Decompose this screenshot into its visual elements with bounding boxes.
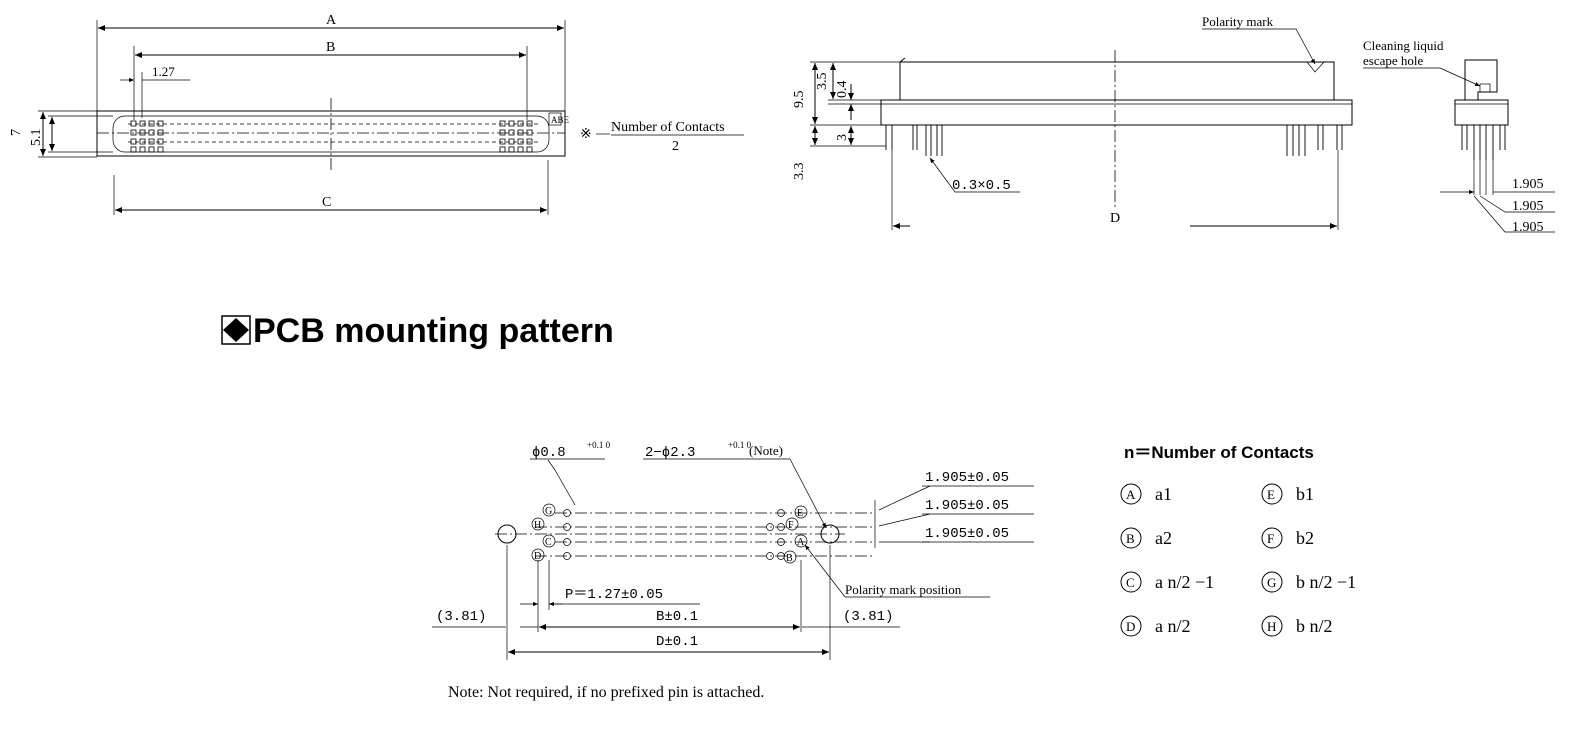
end-pitch-3: 1.905 [1512, 220, 1544, 235]
contacts-star: ※ [580, 127, 592, 142]
legend-g-val: b n/2 −1 [1296, 572, 1356, 592]
end-pitch-1: 1.905 [1512, 177, 1544, 192]
row-dim-2: 1.905±0.05 [925, 498, 1009, 514]
section-title: PCB mounting pattern [221, 312, 614, 350]
legend-b-val: a2 [1155, 528, 1172, 548]
svg-text:H: H [1267, 619, 1276, 634]
legend-a-val: a1 [1155, 484, 1172, 504]
dim-a-label: A [326, 13, 337, 28]
mount-hole-left [497, 524, 517, 544]
svg-text:B: B [786, 553, 793, 564]
legend-c-val: a n/2 −1 [1155, 572, 1214, 592]
dim-c-label: C [322, 195, 331, 210]
legend-f-val: b2 [1296, 528, 1314, 548]
side-pins [885, 125, 1343, 156]
pcb-letters-left: G H C D [531, 503, 556, 562]
end-pitch-2: 1.905 [1512, 199, 1544, 214]
svg-text:E: E [797, 508, 803, 519]
svg-text:F: F [1267, 531, 1274, 546]
mount-hole-right [820, 524, 840, 544]
pitch-label: 1.27 [152, 64, 175, 79]
pins-left [130, 120, 164, 153]
polarity-mark-label: Polarity mark [1202, 14, 1274, 29]
end-flange [1454, 99, 1509, 126]
row-dim-3: 1.905±0.05 [925, 526, 1009, 542]
svg-text:C: C [1126, 575, 1135, 590]
svg-text:A: A [1126, 487, 1136, 502]
dim-3-3: 3.3 [792, 163, 807, 181]
svg-text:E: E [1267, 487, 1275, 502]
big-hole-tol: +0.1 0 [728, 440, 752, 450]
side-view: Polarity mark 9.5 [792, 14, 1353, 230]
dim-b-label: B [326, 40, 335, 55]
pins-right [499, 120, 533, 153]
contacts-label: Number of Contacts [611, 120, 725, 135]
svg-text:H: H [534, 520, 541, 531]
svg-text:F: F [788, 520, 794, 531]
svg-text:ABE: ABE [551, 115, 570, 125]
right-offset: (3.81) [843, 609, 893, 625]
legend: n＝Number of Contacts A a1 B a2 C a n/2 −… [1120, 443, 1356, 637]
height-7-label: 7 [9, 129, 24, 136]
contacts-divisor: 2 [672, 139, 679, 154]
pin-size-label: 0.3×0.5 [952, 178, 1011, 194]
front-view: A B 1.27 C ABE [9, 13, 744, 215]
cleaning-label-2: escape hole [1363, 53, 1424, 68]
end-pins [1461, 125, 1506, 160]
svg-text:D: D [534, 551, 541, 562]
small-hole-label: ϕ0.8 [532, 445, 566, 461]
cleaning-label-1: Cleaning liquid [1363, 38, 1444, 53]
pcb-holes [563, 509, 785, 560]
height-5-1-label: 5.1 [29, 129, 44, 147]
small-hole-tol: +0.1 0 [587, 440, 611, 450]
pcb-letters-right: E F A B [783, 505, 808, 564]
big-hole-note: (Note) [749, 443, 783, 458]
housing-flange [880, 99, 1353, 126]
polarity-position-label: Polarity mark position [845, 582, 962, 597]
svg-text:C: C [545, 537, 552, 548]
pitch-dim: P＝1.27±0.05 [565, 587, 663, 603]
legend-h-val: b n/2 [1296, 616, 1333, 636]
housing-upper [899, 61, 1335, 101]
dim-d-label: D [1110, 211, 1120, 226]
big-hole-label: 2−ϕ2.3 [645, 445, 695, 461]
dim-0-4: 0.4 [835, 81, 850, 99]
svg-text:D: D [1126, 619, 1135, 634]
dim-3: 3 [835, 134, 850, 141]
polarity-mark-front [548, 112, 562, 126]
legend-d-val: a n/2 [1155, 616, 1191, 636]
end-view: Cleaning liquid escape hole 1.905 1.905 … [1363, 38, 1555, 235]
legend-title: n＝Number of Contacts [1124, 443, 1314, 462]
pcb-pattern: G H C D E F A B ϕ0.8 +0.1 0 2−ϕ2.3 +0.1 … [432, 440, 1034, 701]
svg-text:B: B [1126, 531, 1135, 546]
legend-e-val: b1 [1296, 484, 1314, 504]
row-dim-1: 1.905±0.05 [925, 470, 1009, 486]
section-title-text: PCB mounting pattern [253, 312, 614, 350]
b-dim: B±0.1 [656, 609, 698, 625]
connector-body-front [96, 110, 566, 157]
d-dim: D±0.1 [656, 634, 698, 650]
svg-text:G: G [545, 506, 552, 517]
dim-9-5: 9.5 [792, 91, 807, 109]
end-housing [1464, 59, 1498, 101]
pcb-note: Note: Not required, if no prefixed pin i… [448, 684, 764, 701]
dim-3-5: 3.5 [815, 73, 830, 91]
svg-text:A: A [797, 537, 805, 548]
svg-text:G: G [1267, 575, 1276, 590]
left-offset: (3.81) [436, 609, 486, 625]
